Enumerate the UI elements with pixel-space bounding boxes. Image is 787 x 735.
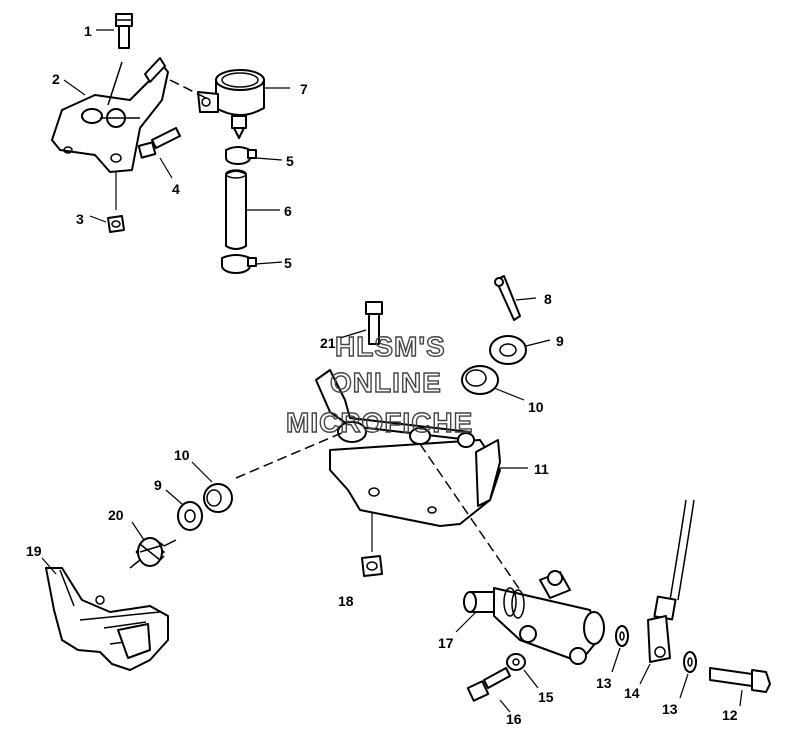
- part-13-washer-right: [683, 651, 697, 673]
- part-12-bolt: [709, 667, 771, 693]
- part-9-washer-left: [177, 501, 203, 531]
- callout-labels: 1 2 3 4 5 5 6 7 8 9 10 11 21 10 9 20 19 …: [26, 23, 738, 727]
- part-20-spring: [129, 537, 177, 569]
- callout-10a: 10: [528, 399, 544, 415]
- callout-17: 17: [438, 635, 454, 651]
- callout-5a: 5: [286, 153, 294, 169]
- watermark-line-2: ONLINE: [330, 367, 442, 398]
- callout-5b: 5: [284, 255, 292, 271]
- part-16-bolt: [466, 667, 511, 702]
- part-15-washer: [506, 653, 526, 671]
- part-3-nut: [107, 215, 125, 233]
- callout-9a: 9: [556, 333, 564, 349]
- callout-21: 21: [320, 335, 336, 351]
- part-5-clamp-lower: [221, 254, 257, 274]
- part-13-washer-left: [615, 625, 629, 647]
- watermark-line-1: HLSM'S: [335, 331, 446, 362]
- callout-13a: 13: [596, 675, 612, 691]
- callout-8: 8: [544, 291, 552, 307]
- part-6-hose: [225, 169, 247, 250]
- part-10-bushing-left: [203, 483, 233, 513]
- callout-18: 18: [338, 593, 354, 609]
- part-10-bushing-upper: [461, 365, 499, 395]
- part-7-reservoir: [197, 69, 265, 139]
- callout-11: 11: [534, 461, 549, 477]
- part-9-washer-upper: [489, 335, 527, 365]
- part-4-bolt: [137, 127, 181, 159]
- callout-20: 20: [108, 507, 124, 523]
- callout-10b: 10: [174, 447, 190, 463]
- callout-19: 19: [26, 543, 42, 559]
- part-17-master-cylinder: [463, 570, 605, 665]
- callout-4: 4: [172, 181, 180, 197]
- callout-16: 16: [506, 711, 522, 727]
- callout-3: 3: [76, 211, 84, 227]
- part-11-bracket: [315, 369, 501, 527]
- watermark: HLSM'S ONLINE MICROFICHE: [285, 330, 473, 438]
- callout-6: 6: [284, 203, 292, 219]
- callout-1: 1: [84, 23, 92, 39]
- callout-7: 7: [300, 81, 308, 97]
- part-21-bolt: [365, 301, 383, 345]
- callout-14: 14: [624, 685, 640, 701]
- callout-9b: 9: [154, 477, 162, 493]
- callout-15: 15: [538, 689, 554, 705]
- part-18-nut: [361, 555, 383, 577]
- callout-13b: 13: [662, 701, 678, 717]
- watermark-line-3: MICROFICHE: [286, 407, 473, 438]
- part-2-bracket: [51, 57, 169, 173]
- callout-2: 2: [52, 71, 60, 87]
- part-1-bolt: [115, 13, 133, 49]
- part-14-clevis-cable: [647, 499, 695, 663]
- part-5-clamp-upper: [225, 146, 257, 165]
- callout-12: 12: [722, 707, 738, 723]
- part-19-lever: [45, 567, 169, 671]
- part-8-pin: [494, 275, 521, 321]
